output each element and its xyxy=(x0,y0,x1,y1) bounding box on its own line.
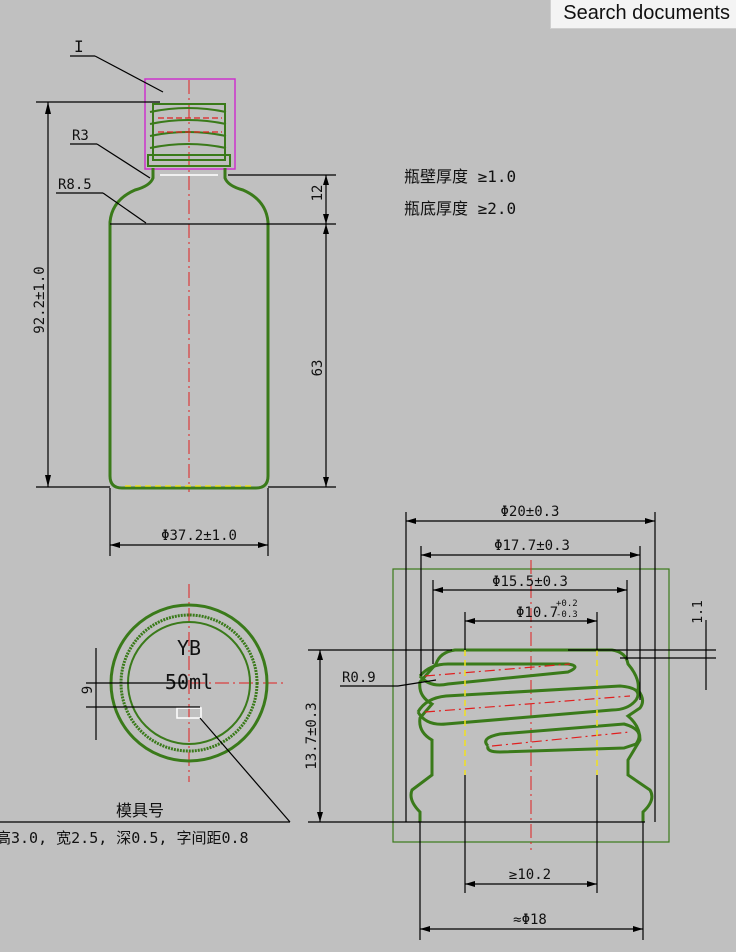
mold-number-spec: 高3.0, 宽2.5, 深0.5, 字间距0.8 xyxy=(0,829,249,847)
bottle-front-view: I R3 R8.5 92.2±1.0 12 63 Φ37.2±1.0 xyxy=(32,37,336,556)
detail-box xyxy=(144,78,236,170)
detail-callout-label: I xyxy=(74,37,84,56)
neck-thread-2 xyxy=(416,684,640,726)
dim-diameter: Φ37.2±1.0 xyxy=(161,528,237,544)
mold-number-label: 模具号 xyxy=(116,801,164,820)
dim-thread-root: Φ17.7±0.3 xyxy=(494,538,570,554)
dim-bore-tol-upper: +0.2 xyxy=(556,599,578,609)
dim-height: 13.7±0.3 xyxy=(304,702,320,769)
search-documents-button[interactable]: Search documents xyxy=(550,0,736,29)
dim-body: 63 xyxy=(310,360,326,377)
mold-number-box xyxy=(176,707,202,719)
bottle-neck-finish xyxy=(147,103,231,167)
radius-neck-label: R3 xyxy=(72,128,89,144)
bottom-thickness-note: 瓶底厚度 ≥2.0 xyxy=(404,199,516,218)
bottle-bottom-view: YB 50ml 9 模具号 高3.0, 宽2.5, 深0.5, 字间距0.8 xyxy=(0,584,291,847)
emboss-volume: 50ml xyxy=(165,670,213,694)
dim-bore-tol-lower: -0.3 xyxy=(556,610,578,620)
neck-thread-1 xyxy=(418,662,577,687)
dim-shoulder: 12 xyxy=(310,185,326,202)
dim-min-bore: ≥10.2 xyxy=(509,867,551,883)
neck-detail-view: Φ20±0.3 Φ17.7±0.3 Φ15.5±0.3 Φ10.7 +0.2 -… xyxy=(304,504,716,940)
dim-offset: 9 xyxy=(80,686,96,694)
dim-approx: ≈Φ18 xyxy=(513,912,547,928)
dim-radius: R0.9 xyxy=(342,670,376,686)
radius-shoulder-label: R8.5 xyxy=(58,177,92,193)
thickness-notes: 瓶壁厚度 ≥1.0 瓶底厚度 ≥2.0 xyxy=(404,167,516,218)
dim-bore: Φ10.7 xyxy=(516,605,558,621)
dim-thread-inner: Φ15.5±0.3 xyxy=(492,574,568,590)
neck-thread-3 xyxy=(484,722,641,754)
dim-total-height: 92.2±1.0 xyxy=(32,266,48,333)
dim-outer: Φ20±0.3 xyxy=(500,504,559,520)
bottle-body-outline xyxy=(108,168,270,490)
dim-pitch: 1.1 xyxy=(691,600,706,623)
emboss-yb: YB xyxy=(177,636,201,660)
wall-thickness-note: 瓶壁厚度 ≥1.0 xyxy=(404,167,516,186)
